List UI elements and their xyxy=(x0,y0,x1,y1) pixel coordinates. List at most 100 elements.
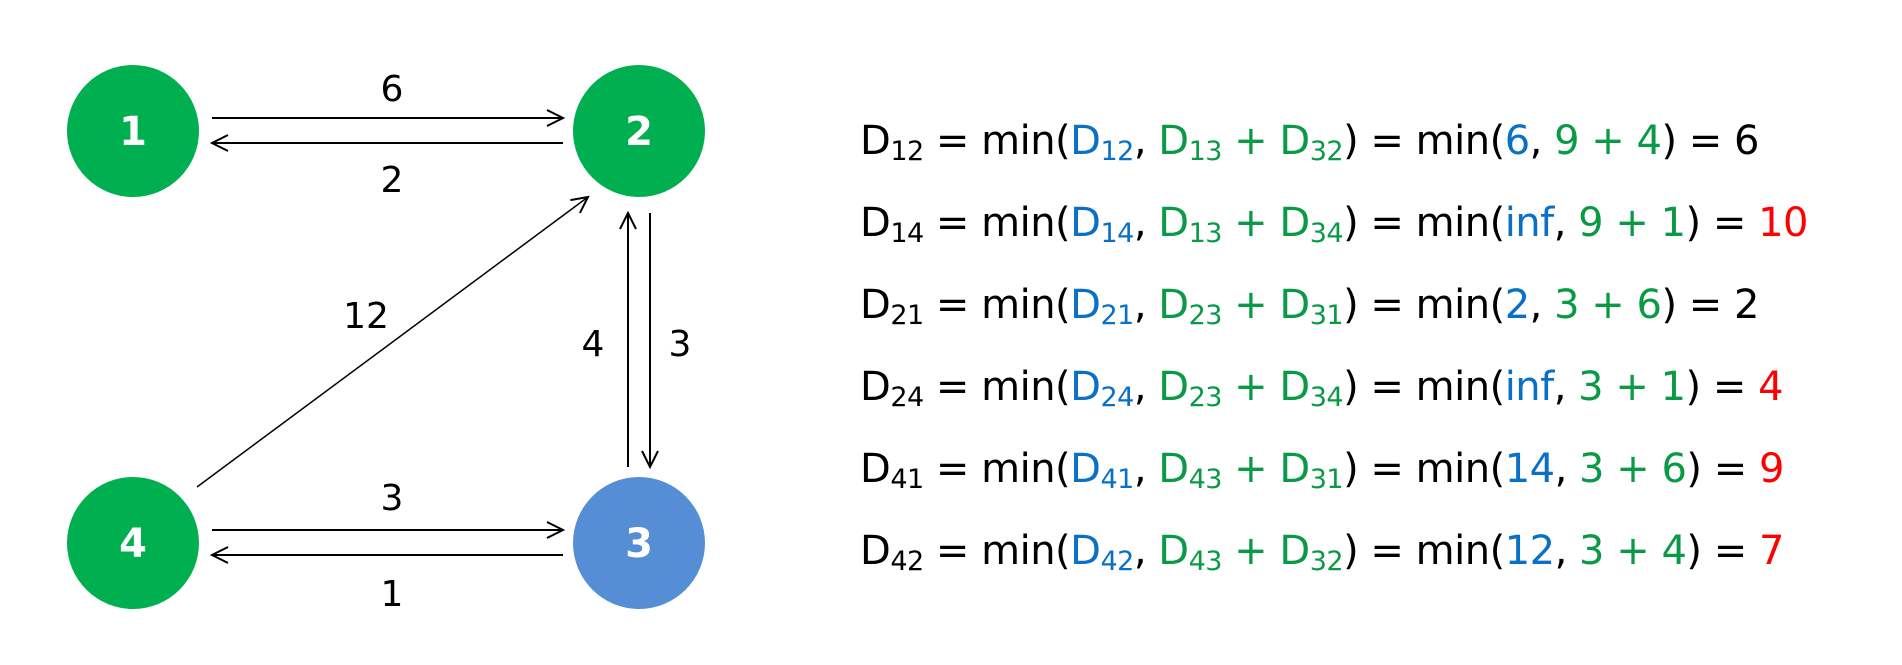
distance-symbol: D xyxy=(1279,446,1310,492)
min-open: min( xyxy=(981,528,1071,574)
equals-sign: = xyxy=(1700,200,1759,246)
equation-row: D14 = min(D14, D13 + D34) = min(inf, 9 +… xyxy=(860,182,1808,264)
equals-sign: = xyxy=(1358,364,1416,410)
unchanged-result: 2 xyxy=(1734,282,1759,328)
via-distance-term-a: D13 xyxy=(1158,200,1223,249)
distance-symbol: D xyxy=(1070,200,1101,246)
current-distance-term: D14 xyxy=(1070,200,1134,249)
min-open: min( xyxy=(981,282,1071,328)
distance-subscript: 42 xyxy=(890,546,924,577)
distance-symbol: D xyxy=(860,282,891,328)
plus-sign: + xyxy=(1603,200,1661,246)
distance-symbol: D xyxy=(1070,364,1101,410)
via-distance-term-b: D32 xyxy=(1279,118,1343,165)
node-label: 2 xyxy=(625,109,653,155)
distance-symbol: D xyxy=(1158,282,1189,328)
equals-sign: = xyxy=(923,200,982,246)
min-close: ) xyxy=(1343,528,1359,574)
min-close: ) xyxy=(1661,282,1677,328)
edge-weight-1-2: 6 xyxy=(381,69,404,110)
comma: , xyxy=(1553,364,1579,410)
updated-result: 7 xyxy=(1758,528,1784,574)
comma: , xyxy=(1554,446,1580,492)
equals-sign: = xyxy=(1701,528,1759,574)
node-4: 4 xyxy=(67,477,199,609)
equals-sign: = xyxy=(1676,282,1734,328)
distance-symbol: D xyxy=(1070,282,1101,328)
comma: , xyxy=(1554,528,1580,574)
distance-symbol: D xyxy=(1158,528,1189,574)
target-distance: D21 xyxy=(860,282,924,329)
min-close: ) xyxy=(1343,118,1359,164)
equation-row: D21 = min(D21, D23 + D31) = min(2, 3 + 6… xyxy=(860,264,1808,346)
updated-result: 9 xyxy=(1758,446,1784,492)
via-value-a: 3 xyxy=(1578,364,1604,410)
via-value-b: 6 xyxy=(1636,282,1662,328)
current-distance-value: 2 xyxy=(1504,282,1530,328)
distance-symbol: D xyxy=(860,200,891,246)
min-open: min( xyxy=(1415,528,1506,574)
distance-symbol: D xyxy=(1070,118,1101,164)
target-distance: D24 xyxy=(860,364,924,411)
plus-sign: + xyxy=(1221,118,1280,164)
current-distance-term: D41 xyxy=(1070,446,1134,493)
distance-symbol: D xyxy=(1158,446,1189,492)
distance-subscript: 14 xyxy=(890,218,924,249)
comma: , xyxy=(1133,200,1159,246)
distance-symbol: D xyxy=(1279,282,1310,328)
min-close: ) xyxy=(1686,528,1702,574)
node-label: 4 xyxy=(119,521,147,567)
distance-symbol: D xyxy=(1279,118,1310,164)
equation-row: D12 = min(D12, D13 + D32) = min(6, 9 + 4… xyxy=(860,100,1808,182)
current-distance-value: 12 xyxy=(1504,528,1555,574)
via-distance-term-b: D31 xyxy=(1279,282,1344,331)
node-2: 2 xyxy=(573,65,705,197)
equals-sign: = xyxy=(923,118,982,164)
distance-symbol: D xyxy=(1158,200,1189,246)
plus-sign: + xyxy=(1603,528,1662,574)
equation-list: D12 = min(D12, D13 + D32) = min(6, 9 + 4… xyxy=(860,100,1808,592)
edge-weight-2-3: 3 xyxy=(669,324,692,365)
distance-subscript: 42 xyxy=(1100,546,1134,577)
graph-diagram: 6 2 12 4 3 3 1 1 2 3 4 xyxy=(67,65,705,615)
equals-sign: = xyxy=(923,528,982,574)
via-value-b: 1 xyxy=(1660,200,1686,246)
equals-sign: = xyxy=(923,446,982,492)
equals-sign: = xyxy=(1358,200,1416,246)
distance-subscript: 14 xyxy=(1100,218,1134,249)
current-distance-value: inf xyxy=(1504,200,1555,246)
distance-subscript: 31 xyxy=(1309,300,1344,331)
comma: , xyxy=(1529,282,1555,328)
via-value-a: 9 xyxy=(1578,200,1604,246)
distance-subscript: 32 xyxy=(1309,546,1344,577)
min-open: min( xyxy=(1415,446,1506,492)
unchanged-result: 6 xyxy=(1734,118,1759,164)
comma: , xyxy=(1133,528,1159,574)
plus-sign: + xyxy=(1603,364,1661,410)
min-open: min( xyxy=(1415,282,1506,328)
distance-symbol: D xyxy=(1158,364,1189,410)
equals-sign: = xyxy=(1676,118,1734,164)
equals-sign: = xyxy=(1358,528,1416,574)
via-distance-term-a: D13 xyxy=(1158,118,1223,167)
via-distance-term-a: D23 xyxy=(1158,364,1222,411)
via-distance-term-b: D32 xyxy=(1279,528,1344,577)
edge-4-to-2 xyxy=(196,197,588,488)
current-distance-value: 6 xyxy=(1504,118,1530,164)
distance-symbol: D xyxy=(860,364,891,410)
distance-subscript: 13 xyxy=(1188,136,1223,167)
current-distance-term: D42 xyxy=(1070,528,1134,577)
distance-subscript: 23 xyxy=(1188,300,1223,331)
via-value-b: 6 xyxy=(1661,446,1687,492)
via-value-a: 9 xyxy=(1554,118,1580,164)
min-close: ) xyxy=(1686,446,1702,492)
distance-subscript: 13 xyxy=(1188,218,1223,249)
min-open: min( xyxy=(981,446,1071,492)
distance-symbol: D xyxy=(860,118,891,164)
distance-subscript: 24 xyxy=(1100,382,1134,413)
plus-sign: + xyxy=(1579,118,1637,164)
distance-subscript: 41 xyxy=(890,464,924,495)
equals-sign: = xyxy=(1701,446,1759,492)
edge-weight-2-1: 2 xyxy=(381,160,404,201)
target-distance: D12 xyxy=(860,118,924,165)
